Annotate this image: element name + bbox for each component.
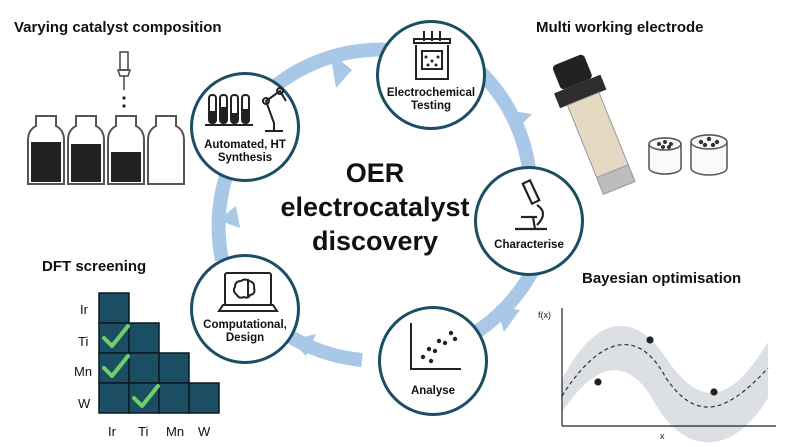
bayes-ylabel: f(x) [538,310,551,320]
bayes-xlabel: x [660,431,665,441]
center-title-line2: electrocatalyst [280,192,470,222]
electrode-panel-title: Multi working electrode [536,19,704,36]
node-label: Analyse [410,385,456,397]
catalyst-panel-title: Varying catalyst composition [14,19,222,36]
dft-panel-title: DFT screening [42,258,147,275]
bayes-plot: f(x) x [538,308,776,443]
center-title-line1: OER [345,158,405,188]
dft-row-label: Ir [80,302,88,317]
dft-grid [98,292,220,414]
node-automated-synthesis: Automated, HT Synthesis [190,72,300,182]
node-electrochemical-testing: Electrochemical Testing [376,20,486,130]
bayes-panel-title: Bayesian optimisation [582,270,742,287]
center-title: OER electrocatalyst discovery [250,156,500,258]
node-label: Computational, Design [203,319,287,344]
dft-col-label: Ir [108,424,116,439]
beaker-electrode-icon [413,31,451,80]
check-icon [102,354,130,378]
vials-pipette-icon [27,51,185,185]
dft-col-label: Mn [166,424,185,439]
check-icon [102,324,130,348]
dft-col-label: W [198,424,211,439]
node-analyse: Analyse [378,306,488,416]
check-icon [132,384,160,408]
electrode-icon [552,54,728,195]
node-characterise: Characterise [474,166,584,276]
center-title-line3: discovery [311,226,439,256]
dft-row-label: W [78,396,91,411]
microscope-icon [515,179,547,231]
laptop-brain-icon [217,272,279,312]
robot-arm-icon [205,87,287,132]
node-label: Electrochemical Testing [386,87,476,112]
scatter-plot-icon [410,323,461,370]
node-computational-design: Computational, Design [190,254,300,364]
dft-col-label: Ti [138,424,149,439]
arrow-head-icon [330,52,352,88]
node-label: Characterise [494,239,564,251]
dft-row-label: Mn [74,364,93,379]
dft-row-label: Ti [78,334,89,349]
node-label: Automated, HT Synthesis [204,139,286,164]
